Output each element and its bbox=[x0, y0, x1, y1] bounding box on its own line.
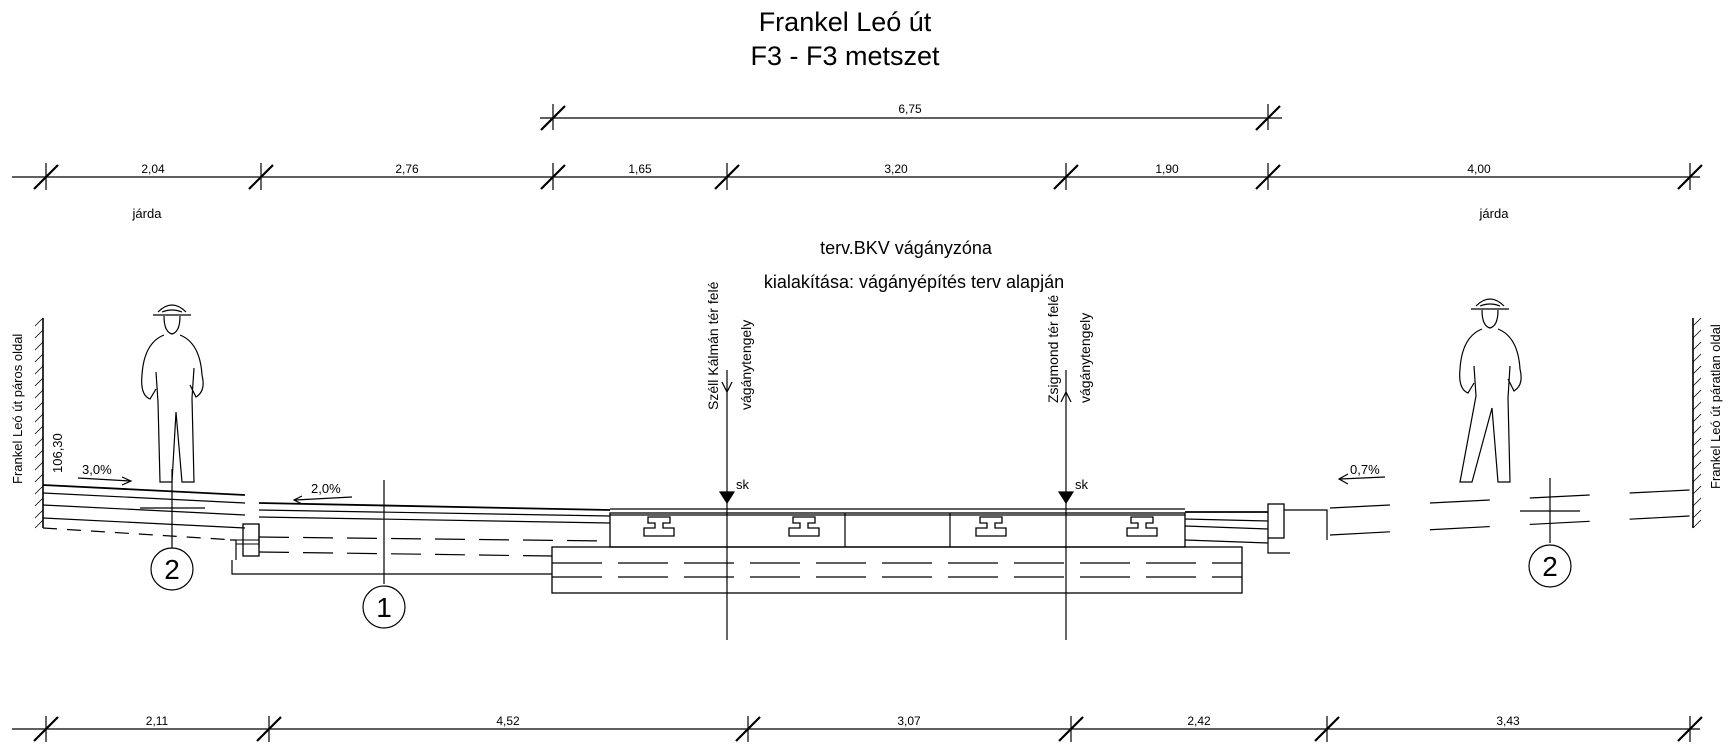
dimension-top-4: 3,20 bbox=[884, 162, 908, 176]
zone-label-left: járda bbox=[132, 206, 163, 221]
layer-marker-right: 2 bbox=[1542, 551, 1558, 582]
dimension-top-1: 2,04 bbox=[141, 162, 165, 176]
overall-dimension-line bbox=[540, 104, 1282, 131]
top-dimension-chain bbox=[12, 163, 1703, 190]
dimension-top-6: 4,00 bbox=[1467, 162, 1491, 176]
dimension-bottom-1: 2,11 bbox=[146, 714, 169, 728]
track-axis-left bbox=[718, 370, 736, 640]
dimension-bottom-5: 3,43 bbox=[1496, 714, 1520, 728]
right-sidewalk-structure bbox=[1329, 489, 1691, 536]
drawing-title: Frankel Leó út bbox=[758, 7, 932, 37]
track-right-marker: sk bbox=[1075, 477, 1089, 492]
dimension-overall: 6,75 bbox=[898, 102, 922, 116]
elevation-label: 106,30 bbox=[50, 433, 65, 473]
slope-middle: 2,0% bbox=[311, 481, 341, 496]
dimension-top-3: 1,65 bbox=[628, 162, 652, 176]
bottom-dimension-chain bbox=[12, 716, 1703, 742]
right-building-wall bbox=[1692, 317, 1702, 529]
track-left-axis-label: vágánytengely bbox=[738, 320, 754, 410]
track-slab bbox=[551, 508, 1243, 594]
pedestrian-left bbox=[141, 304, 204, 483]
track-left-marker: sk bbox=[736, 477, 750, 492]
pedestrian-right bbox=[1459, 298, 1522, 483]
dimension-bottom-2: 4,52 bbox=[496, 714, 520, 728]
track-right-direction: Zsigmond tér felé bbox=[1045, 295, 1061, 403]
track-zone-line2: kialakítása: vágányépítés terv alapján bbox=[764, 272, 1064, 292]
left-side-label: Frankel Leó út páros oldal bbox=[10, 334, 25, 484]
layer-marker-middle: 1 bbox=[376, 592, 392, 623]
left-building-wall bbox=[34, 317, 44, 529]
track-axis-right bbox=[1057, 370, 1075, 640]
left-sidewalk-structure bbox=[42, 484, 260, 560]
slope-left: 3,0% bbox=[82, 462, 112, 477]
left-carriageway-structure bbox=[231, 502, 611, 575]
dimension-top-5: 1,90 bbox=[1155, 162, 1179, 176]
right-side-label: Frankel Leó út páratlan oldal bbox=[1708, 324, 1723, 489]
slope-right: 0,7% bbox=[1350, 462, 1380, 477]
track-right-axis-label: vágánytengely bbox=[1077, 313, 1093, 403]
zone-label-right: járda bbox=[1479, 206, 1510, 221]
track-left-direction: Széll Kálmán tér felé bbox=[705, 281, 721, 410]
track-zone-line1: terv.BKV vágányzóna bbox=[820, 238, 993, 258]
right-carriageway-structure bbox=[1184, 503, 1328, 554]
drawing-subtitle: F3 - F3 metszet bbox=[750, 41, 940, 71]
dimension-bottom-4: 2,42 bbox=[1187, 714, 1211, 728]
slope-arrows bbox=[77, 473, 1386, 505]
dimension-bottom-3: 3,07 bbox=[897, 714, 921, 728]
rail-profiles bbox=[643, 516, 1158, 537]
layer-markers bbox=[140, 469, 1580, 629]
dimension-top-2: 2,76 bbox=[395, 162, 419, 176]
layer-marker-left: 2 bbox=[164, 554, 180, 585]
